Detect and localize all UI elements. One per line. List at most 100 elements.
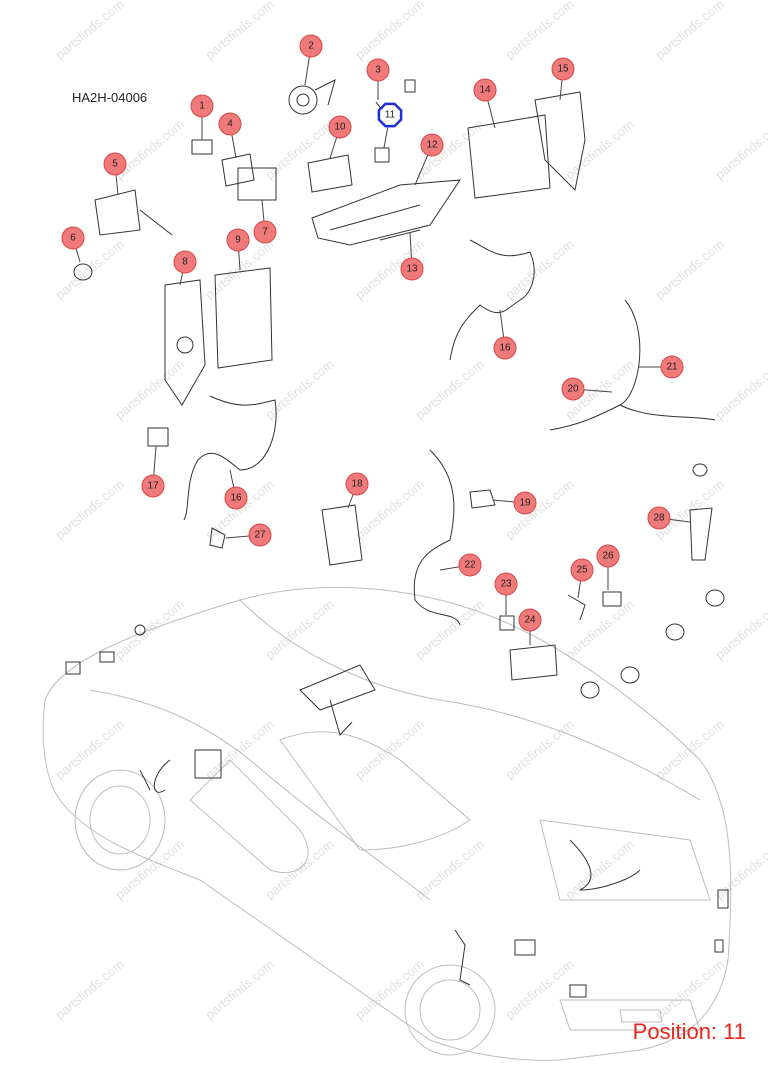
callout-22[interactable]: 22 xyxy=(439,553,482,577)
callout-16[interactable]: 16 xyxy=(224,469,248,510)
callout-bubble xyxy=(518,608,542,632)
callout-label: 10 xyxy=(334,122,346,133)
callout-label: 27 xyxy=(254,530,266,541)
callout-10[interactable]: 10 xyxy=(328,115,352,159)
callout-27[interactable]: 27 xyxy=(225,523,272,547)
callout-20[interactable]: 20 xyxy=(561,377,613,401)
installed-parts xyxy=(65,624,729,998)
watermark-text: partsfinds.com xyxy=(652,0,726,62)
watermark-text: partsfinds.com xyxy=(202,716,276,782)
watermark-text: partsfinds.com xyxy=(562,596,636,662)
watermark-text: partsfinds.com xyxy=(52,476,126,542)
callout-label: 8 xyxy=(182,257,188,268)
watermark-text: partsfinds.com xyxy=(412,356,486,422)
watermark-text: partsfinds.com xyxy=(562,836,636,902)
watermark-text: partsfinds.com xyxy=(112,356,186,422)
callout-bubble xyxy=(494,572,518,596)
callout-3[interactable]: 3 xyxy=(366,58,390,100)
callout-bubble xyxy=(570,558,594,582)
callout-18[interactable]: 18 xyxy=(345,472,369,509)
watermark-text: partsfinds.com xyxy=(202,0,276,62)
callout-label: 12 xyxy=(426,140,438,151)
callout-bubble xyxy=(328,115,352,139)
callout-bubble xyxy=(345,472,369,496)
callout-24[interactable]: 24 xyxy=(518,608,542,645)
watermark-text: partsfinds.com xyxy=(262,116,336,182)
callout-label: 3 xyxy=(375,65,381,76)
callout-19[interactable]: 19 xyxy=(492,491,537,515)
callout-2[interactable]: 2 xyxy=(299,34,323,86)
selected-callout-marker xyxy=(377,102,403,128)
callout-label: 26 xyxy=(602,551,614,562)
watermark-text: partsfinds.com xyxy=(262,836,336,902)
watermark-text: partsfinds.com xyxy=(712,116,768,182)
callout-label: 17 xyxy=(147,481,159,492)
callout-bubble xyxy=(493,336,517,360)
callout-bubble xyxy=(299,34,323,58)
part-1-clip xyxy=(191,139,213,155)
callout-bubble xyxy=(141,474,165,498)
callout-28[interactable]: 28 xyxy=(647,506,691,530)
callout-25[interactable]: 25 xyxy=(570,558,594,599)
callout-11[interactable]: 11 xyxy=(377,102,403,149)
watermark-text: partsfinds.com xyxy=(202,956,276,1022)
diagram-code: HA2H-04006 xyxy=(72,90,148,105)
callout-23[interactable]: 23 xyxy=(494,572,518,615)
watermark-text: partsfinds.com xyxy=(652,236,726,302)
callout-13[interactable]: 13 xyxy=(400,231,424,281)
callout-label: 11 xyxy=(385,110,396,121)
watermark-text: partsfinds.com xyxy=(112,596,186,662)
callout-26[interactable]: 26 xyxy=(596,544,620,590)
watermark-text: partsfinds.com xyxy=(502,956,576,1022)
callout-1[interactable]: 1 xyxy=(190,94,214,140)
watermark-text: partsfinds.com xyxy=(52,236,126,302)
parts-artwork xyxy=(73,79,725,699)
callout-bubble xyxy=(173,250,197,274)
callout-12[interactable]: 12 xyxy=(414,133,444,186)
callout-6[interactable]: 6 xyxy=(61,226,85,263)
watermark-text: partsfinds.com xyxy=(502,716,576,782)
callout-label: 9 xyxy=(235,235,241,246)
callout-bubble xyxy=(513,491,537,515)
callout-21[interactable]: 21 xyxy=(638,355,684,379)
callout-8[interactable]: 8 xyxy=(173,250,197,286)
callout-bubble xyxy=(420,133,444,157)
callout-bubble xyxy=(366,58,390,82)
callout-bubble xyxy=(551,57,575,81)
callout-bubble xyxy=(647,506,671,530)
watermark-text: partsfinds.com xyxy=(562,116,636,182)
watermark-text: partsfinds.com xyxy=(412,596,486,662)
watermark-text: partsfinds.com xyxy=(412,836,486,902)
watermark-text: partsfinds.com xyxy=(712,356,768,422)
callout-label: 1 xyxy=(199,101,205,112)
watermark-text: partsfinds.com xyxy=(52,0,126,62)
watermark-text: partsfinds.com xyxy=(712,596,768,662)
callout-bubble xyxy=(226,228,250,252)
callout-7[interactable]: 7 xyxy=(253,199,277,244)
callout-bubble xyxy=(103,152,127,176)
callout-16[interactable]: 16 xyxy=(493,309,517,360)
callout-bubble xyxy=(660,355,684,379)
callout-label: 22 xyxy=(464,560,476,571)
callout-label: 13 xyxy=(406,264,418,275)
callout-label: 23 xyxy=(500,579,512,590)
callout-5[interactable]: 5 xyxy=(103,152,127,196)
callout-label: 28 xyxy=(653,513,665,524)
callout-15[interactable]: 15 xyxy=(551,57,575,101)
watermark-text: partsfinds.com xyxy=(502,236,576,302)
callout-label: 5 xyxy=(112,159,118,170)
callout-label: 21 xyxy=(666,362,678,373)
callout-label: 16 xyxy=(230,493,242,504)
callout-bubble xyxy=(248,523,272,547)
callout-bubble xyxy=(596,544,620,568)
watermark-text: partsfinds.com xyxy=(652,956,726,1022)
watermark-text: partsfinds.com xyxy=(502,476,576,542)
callout-4[interactable]: 4 xyxy=(218,112,242,159)
callout-17[interactable]: 17 xyxy=(141,445,165,498)
callout-14[interactable]: 14 xyxy=(473,78,497,129)
callout-9[interactable]: 9 xyxy=(226,228,250,271)
watermark-text: partsfinds.com xyxy=(262,356,336,422)
